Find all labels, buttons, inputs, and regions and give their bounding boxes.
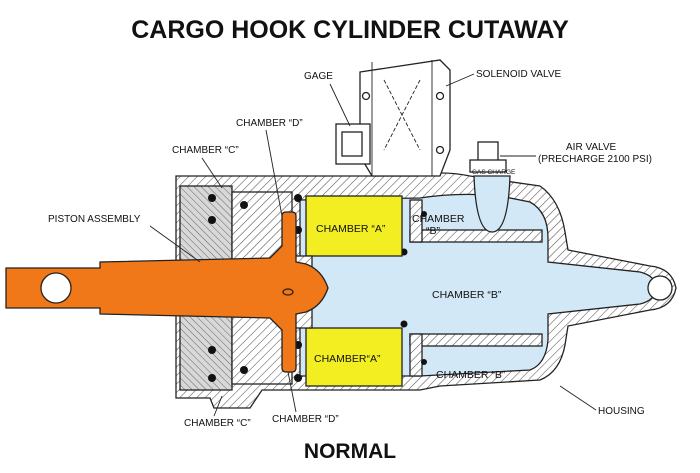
- solenoid-spring: [383, 79, 421, 151]
- label-chamber-a-lower: CHAMBER“A”: [314, 353, 381, 365]
- upper-tube-end: [409, 199, 423, 243]
- gage-face: [341, 131, 363, 157]
- label-chamber-d-bottom: CHAMBER “D”: [272, 414, 339, 425]
- label-air-valve: AIR VALVE: [566, 142, 617, 153]
- page-title: CARGO HOOK CYLINDER CUTAWAY: [131, 16, 569, 44]
- housing-lug-hole: [647, 275, 673, 301]
- piston-orifice: [282, 288, 294, 296]
- label-chamber-c-top: CHAMBER “C”: [172, 145, 239, 156]
- state-caption: NORMAL: [304, 440, 396, 463]
- lower-tube-wall: [409, 333, 543, 347]
- gas-charge-reservoir: [473, 175, 511, 233]
- label-chamber-b-small: CHAMBER: [412, 213, 465, 225]
- label-gage: GAGE: [304, 71, 333, 82]
- label-piston-assembly: PISTON ASSEMBLY: [48, 214, 141, 225]
- label-chamber-b-lower: CHAMBER “B”: [436, 369, 506, 381]
- air-valve-fitting: [469, 159, 507, 173]
- label-chamber-b-center: CHAMBER “B”: [432, 289, 502, 301]
- solenoid-valve-body: [359, 59, 451, 177]
- label-gas-charge: GAS CHARGE: [472, 169, 516, 176]
- label-chamber-c-bottom: CHAMBER “C”: [184, 418, 251, 429]
- label-housing: HOUSING: [598, 406, 645, 417]
- piston-assembly-rod: [5, 211, 329, 373]
- seal-rings: [208, 194, 427, 382]
- label-chamber-d-top: CHAMBER “D”: [236, 118, 303, 129]
- chamber-a-lower: [305, 327, 403, 387]
- lower-tube-end: [409, 333, 423, 377]
- rod-eye-hole: [40, 272, 72, 304]
- label-chamber-a-upper: CHAMBER “A”: [316, 223, 386, 235]
- label-solenoid-valve: SOLENOID VALVE: [476, 69, 562, 80]
- label-chamber-b-small-quote: “B”: [426, 225, 441, 237]
- chamber-a-upper: [305, 195, 403, 257]
- label-air-valve-precharge: (PRECHARGE 2100 PSI): [538, 154, 652, 165]
